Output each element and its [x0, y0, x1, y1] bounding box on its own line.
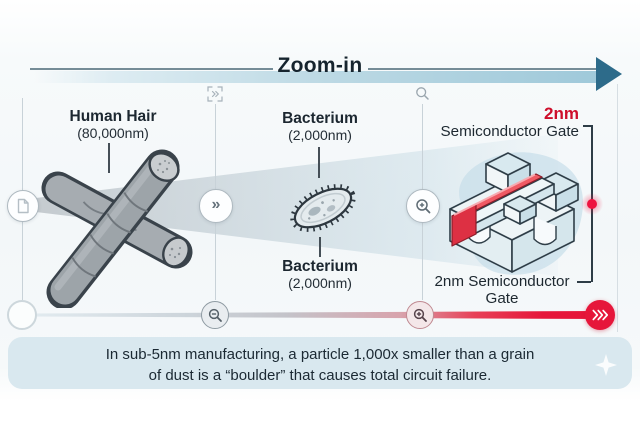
gate-label-bottom: 2nm Semiconductor Gate	[434, 273, 570, 307]
guide-line-right	[616, 84, 618, 332]
hair-label: Human Hair	[69, 108, 157, 125]
bacterium-label-bottom: Bacterium	[282, 258, 358, 275]
caption-line-1: In sub-5nm manufacturing, a particle 1,0…	[105, 346, 535, 363]
measure-tick-top	[583, 125, 592, 127]
hair-size: (80,000nm)	[77, 125, 149, 141]
hair-connector	[108, 143, 110, 173]
zoom-arrow-icon	[596, 57, 622, 91]
page-title: Zoom-in	[277, 54, 363, 77]
document-node	[7, 190, 39, 222]
measure-tick-bottom	[577, 281, 591, 283]
magnifier-plus-icon	[415, 198, 430, 213]
skip-forward-node: »	[199, 189, 233, 223]
gate-label: Semiconductor Gate	[440, 123, 579, 140]
semiconductor-gate-illustration	[449, 152, 584, 275]
bacterium-label-top: Bacterium	[282, 110, 358, 127]
zoom-gradient-band	[34, 71, 598, 83]
timeline-zoom-out-node	[201, 301, 229, 329]
magnifier-minus-icon	[208, 308, 222, 322]
zoom-in-node	[406, 189, 440, 223]
header-rule-right	[368, 68, 598, 70]
human-hair-illustration	[41, 149, 193, 308]
bacterium-size-top: (2,000nm)	[288, 127, 352, 143]
timeline-start-node	[7, 300, 37, 330]
caption-box	[8, 337, 632, 389]
bacterium-illustration	[290, 184, 356, 232]
header-rule-left	[30, 68, 273, 70]
bacterium-connector-top	[318, 147, 320, 178]
red-dot	[587, 199, 597, 209]
double-chevron-icon: »	[211, 196, 221, 213]
timeline-zoom-in-node	[406, 301, 434, 329]
gate-size-value: 2nm	[544, 104, 579, 123]
document-icon	[17, 198, 29, 214]
magnifier-plus-icon	[413, 308, 427, 322]
timeline-end-node	[585, 300, 615, 330]
caption-line-2: of dust is a “boulder” that causes total…	[148, 367, 492, 384]
scale-progress-track	[30, 311, 600, 319]
bacterium-size-bottom: (2,000nm)	[288, 275, 352, 291]
expand-icon	[207, 86, 223, 102]
triple-chevron-icon	[591, 309, 608, 321]
sparkle-icon	[595, 354, 617, 376]
magnifier-icon	[416, 87, 429, 100]
bacterium-connector-bottom	[319, 237, 321, 257]
